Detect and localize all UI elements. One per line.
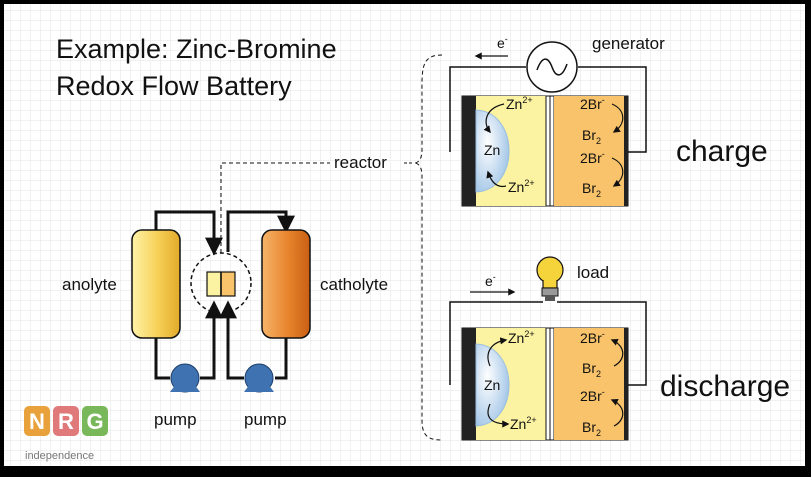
load-label: load [577,263,609,282]
charge-zn2plus-top: Zn2+ [506,95,533,112]
charge-circuit [449,66,647,153]
reactor-callout-line [220,162,330,253]
reactor-brace [413,54,443,441]
title-line-1: Example: Zinc-Bromine [56,34,337,64]
discharge-zn2plus-bottom: Zn2+ [510,415,537,432]
discharge-br-arrow-top [610,338,624,367]
discharge-zn-arrow-bottom [487,403,510,428]
discharge-zn2plus-top: Zn2+ [508,329,535,346]
charge-cell [461,95,629,207]
charge-2br-top: 2Br- [580,95,605,112]
logo-letter-r: R [58,409,74,434]
charge-label: charge [676,135,768,168]
anolyte-pump [170,363,200,393]
logo-tagline: independence [25,450,94,462]
discharge-2br-top: 2Br- [580,329,605,346]
charge-zn-arrow-bottom [486,170,507,188]
discharge-br-arrow-bottom [610,398,624,427]
charge-zn-arrow-top [483,103,505,134]
charge-br-arrow-top [611,103,624,133]
discharge-circuit [449,301,647,386]
charge-br-arrow-bottom [611,157,624,187]
title-line-2: Redox Flow Battery [56,71,292,101]
discharge-electron-label: e- [485,272,496,289]
anolyte-tank [131,229,181,339]
discharge-zn: Zn [484,377,500,393]
charge-zn: Zn [484,142,500,158]
generator-label: generator [592,34,665,53]
catholyte-tank [261,229,311,339]
generator-symbol [526,41,578,93]
pump-label-right: pump [244,410,287,429]
discharge-label: discharge [660,370,790,403]
lightbulb-icon [536,256,564,301]
logo-letter-g: G [86,409,103,434]
discharge-cell [461,327,629,441]
logo-letter-n: N [29,409,45,434]
charge-br2-top: Br2 [582,127,601,146]
pump-label-left: pump [154,410,197,429]
discharge-2br-bottom: 2Br- [580,387,605,404]
charge-2br-bottom: 2Br- [580,149,605,166]
catholyte-pump [244,363,274,393]
charge-zn2plus-bottom: Zn2+ [508,178,535,195]
reactor-label: reactor [334,153,387,172]
flow-piping [154,210,295,380]
catholyte-label: catholyte [320,275,388,294]
nrg-logo: N R G independence [24,406,108,462]
charge-electron-label: e- [497,34,508,51]
charge-br2-bottom: Br2 [582,180,601,199]
discharge-br2-top: Br2 [582,360,601,379]
anolyte-label: anolyte [62,275,117,294]
discharge-zn-arrow-top [487,337,508,367]
discharge-br2-bottom: Br2 [582,419,601,438]
